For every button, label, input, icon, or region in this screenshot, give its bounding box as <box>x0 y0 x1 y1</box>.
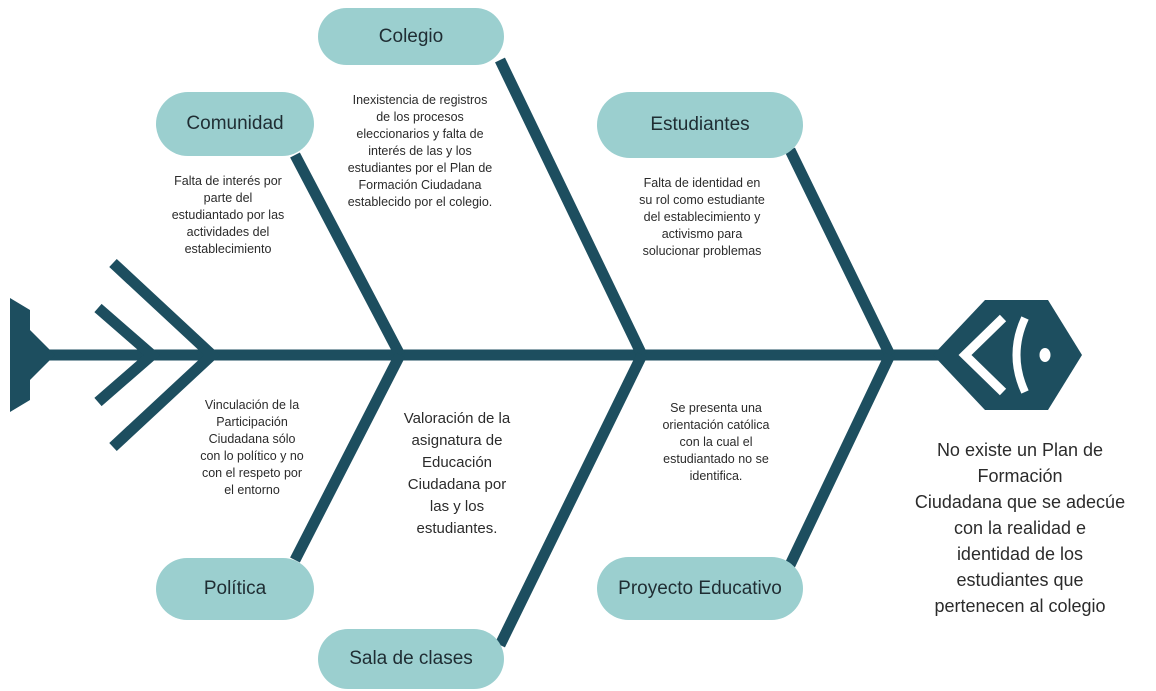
fish-eye <box>1039 348 1051 362</box>
category-proyecto-educativo: Proyecto Educativo <box>597 557 803 620</box>
fish-gill <box>1012 316 1029 394</box>
bone-estudiantes <box>785 147 895 358</box>
bone-colegio <box>495 57 647 358</box>
cause-proyecto-educativo: Se presenta una orientación católica con… <box>662 401 770 483</box>
tail-chevron-outer <box>109 258 221 452</box>
cause-politica: Vinculación de la Participación Ciudadan… <box>200 398 304 497</box>
tail-chevron-middle <box>94 303 161 407</box>
category-politica: Política <box>156 558 314 620</box>
category-comunidad: Comunidad <box>156 92 314 156</box>
fish-head <box>933 300 1082 410</box>
cause-sala-de-clases: Valoración de la asignatura de Educación… <box>403 410 511 537</box>
category-estudiantes: Estudiantes <box>597 92 803 158</box>
bone-comunidad <box>290 152 405 358</box>
lower-bones <box>290 352 895 648</box>
cause-estudiantes: Falta de identidad en su rol como estudi… <box>639 176 765 258</box>
category-colegio: Colegio <box>318 8 504 65</box>
cause-comunidad: Falta de interés por parte del estudiant… <box>171 174 285 256</box>
tail-diamond-left <box>10 298 30 412</box>
bone-sala <box>495 352 647 648</box>
fish-head-chevron <box>958 314 1007 396</box>
fish-tail <box>94 258 221 452</box>
category-sala-de-clases: Sala de clases <box>318 629 504 689</box>
bone-proyecto <box>785 352 895 568</box>
fish-head-diamond <box>933 300 1082 410</box>
bone-politica <box>290 352 405 563</box>
cause-colegio: Inexistencia de registros de los proceso… <box>347 93 493 209</box>
problem-statement: No existe un Plan de Formación Ciudadana… <box>914 440 1126 616</box>
upper-bones <box>290 57 895 358</box>
